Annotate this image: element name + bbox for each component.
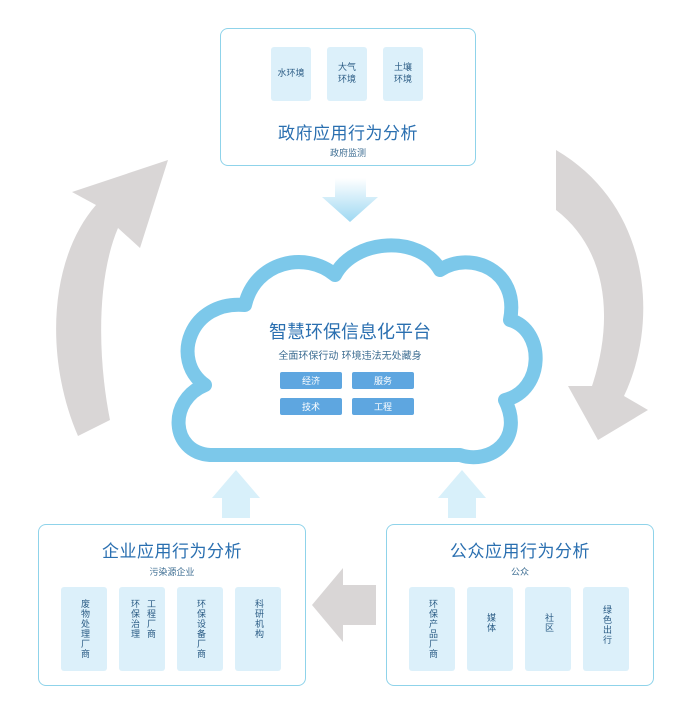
public-panel: 公众应用行为分析 公众 环保产品厂商 媒体 社区 绿色出行	[386, 524, 654, 686]
enterprise-tile-equipment: 环保设备厂商	[177, 587, 223, 671]
pill-economy: 经济	[280, 372, 342, 389]
public-panel-subtitle: 公众	[510, 568, 529, 578]
public-tile-community: 社区	[525, 587, 571, 671]
enterprise-panel: 企业应用行为分析 污染源企业 废物处理厂商 环保治理 工程厂商 环保设备厂商 科…	[38, 524, 306, 686]
cycle-arrow-left	[56, 160, 168, 436]
tile-text: 科研机构	[253, 599, 263, 639]
up-arrow-left	[212, 470, 260, 518]
public-tile-green-travel: 绿色出行	[583, 587, 629, 671]
enterprise-tile-research: 科研机构	[235, 587, 281, 671]
enterprise-tile-treatment: 环保治理 工程厂商	[119, 587, 165, 671]
gov-tile-water: 水环境	[271, 47, 311, 101]
tile-text: 环保设备厂商	[195, 599, 205, 659]
pill-technology: 技术	[280, 398, 342, 415]
tile-text: 环保治理	[129, 599, 139, 639]
tile-text: 媒体	[485, 613, 495, 633]
cycle-arrow-bottom	[312, 568, 376, 642]
gov-panel-subtitle: 政府监测	[329, 149, 366, 159]
enterprise-panel-subtitle: 污染源企业	[149, 568, 195, 578]
platform-subtitle: 全面环保行动 环境违法无处藏身	[278, 351, 422, 362]
pill-engineering: 工程	[352, 398, 414, 415]
enterprise-tile-waste: 废物处理厂商	[61, 587, 107, 671]
pill-service: 服务	[352, 372, 414, 389]
tile-text: 社区	[543, 613, 553, 633]
tile-text: 绿色出行	[601, 605, 611, 645]
up-arrow-right	[438, 470, 486, 518]
public-tile-products: 环保产品厂商	[409, 587, 455, 671]
gov-tile-air: 大气 环境	[327, 47, 367, 101]
gov-tile-soil: 土壤 环境	[383, 47, 423, 101]
tile-text: 环保产品厂商	[427, 599, 437, 659]
government-panel: 水环境 大气 环境 土壤 环境 政府应用行为分析 政府监测	[220, 28, 476, 166]
tile-text: 废物处理厂商	[79, 599, 89, 659]
platform-title: 智慧环保信息化平台	[269, 322, 431, 343]
gov-panel-title: 政府应用行为分析	[278, 124, 418, 144]
public-tile-media: 媒体	[467, 587, 513, 671]
down-arrow-top	[322, 178, 378, 222]
enterprise-panel-title: 企业应用行为分析	[102, 542, 242, 562]
tile-text: 工程厂商	[145, 599, 155, 639]
cycle-arrow-right	[556, 150, 648, 440]
public-panel-title: 公众应用行为分析	[450, 542, 590, 562]
platform-cloud	[171, 238, 543, 465]
